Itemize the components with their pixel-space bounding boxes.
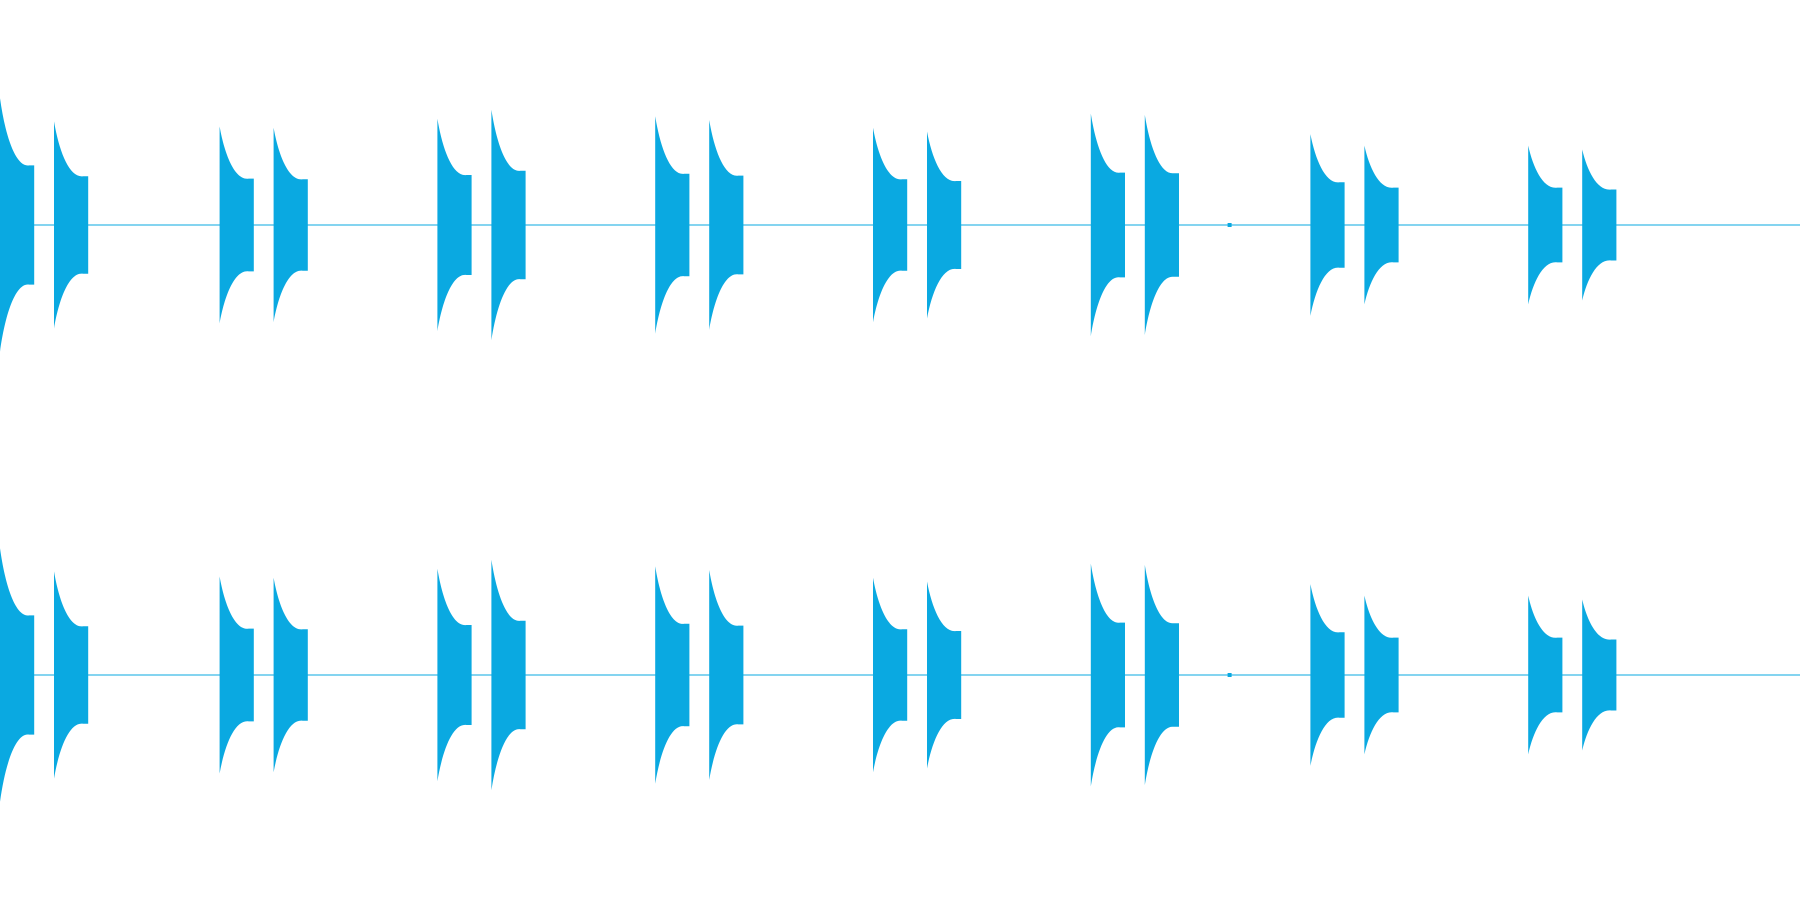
channel-2-pulse-2-second: [273, 577, 308, 773]
channel-1-pulse-1-second: [54, 121, 89, 329]
channel-2-pulse-1-first: [0, 548, 35, 802]
channel-2-pulse-7-second: [1364, 595, 1399, 755]
channel-2-pulse-3-first: [437, 568, 472, 782]
channel-2-pulse-6-second: [1144, 564, 1179, 786]
channel-2-pulse-5-first: [873, 577, 908, 773]
channel-2-pulse-7-first: [1310, 584, 1345, 766]
channel-2-pulse-1-second: [54, 571, 89, 779]
channel-2-pulse-4-second: [709, 570, 744, 780]
channel-1-pulse-6-first: [1090, 113, 1125, 337]
channel-2-blip: [1227, 673, 1232, 677]
channel-1-blip: [1227, 223, 1232, 227]
channel-1-pulse-7-first: [1310, 134, 1345, 316]
channel-1-pulse-4-first: [655, 116, 690, 334]
channel-1-track: [0, 98, 1800, 352]
channel-2-pulse-8-first: [1528, 595, 1563, 755]
channel-1-pulse-2-second: [273, 127, 308, 323]
channel-2-pulse-2-first: [219, 576, 254, 774]
channel-2-pulse-6-first: [1090, 563, 1125, 787]
channel-2-pulse-3-second: [491, 559, 526, 791]
channel-1-pulse-2-first: [219, 126, 254, 324]
channel-1-pulse-6-second: [1144, 114, 1179, 336]
channel-2-pulse-5-second: [927, 581, 962, 769]
channel-1-pulse-4-second: [709, 120, 744, 330]
channel-2-pulse-4-first: [655, 566, 690, 784]
channel-1-pulse-5-first: [873, 127, 908, 323]
channel-1-pulse-1-first: [0, 98, 35, 352]
channel-1-pulse-3-first: [437, 118, 472, 332]
channel-1-pulse-8-second: [1582, 149, 1617, 301]
channel-1-pulse-5-second: [927, 131, 962, 319]
channel-2-track: [0, 548, 1800, 802]
channel-1-pulse-8-first: [1528, 145, 1563, 305]
channel-1-pulse-7-second: [1364, 145, 1399, 305]
channel-2-pulse-8-second: [1582, 599, 1617, 751]
channel-1-pulse-3-second: [491, 109, 526, 341]
